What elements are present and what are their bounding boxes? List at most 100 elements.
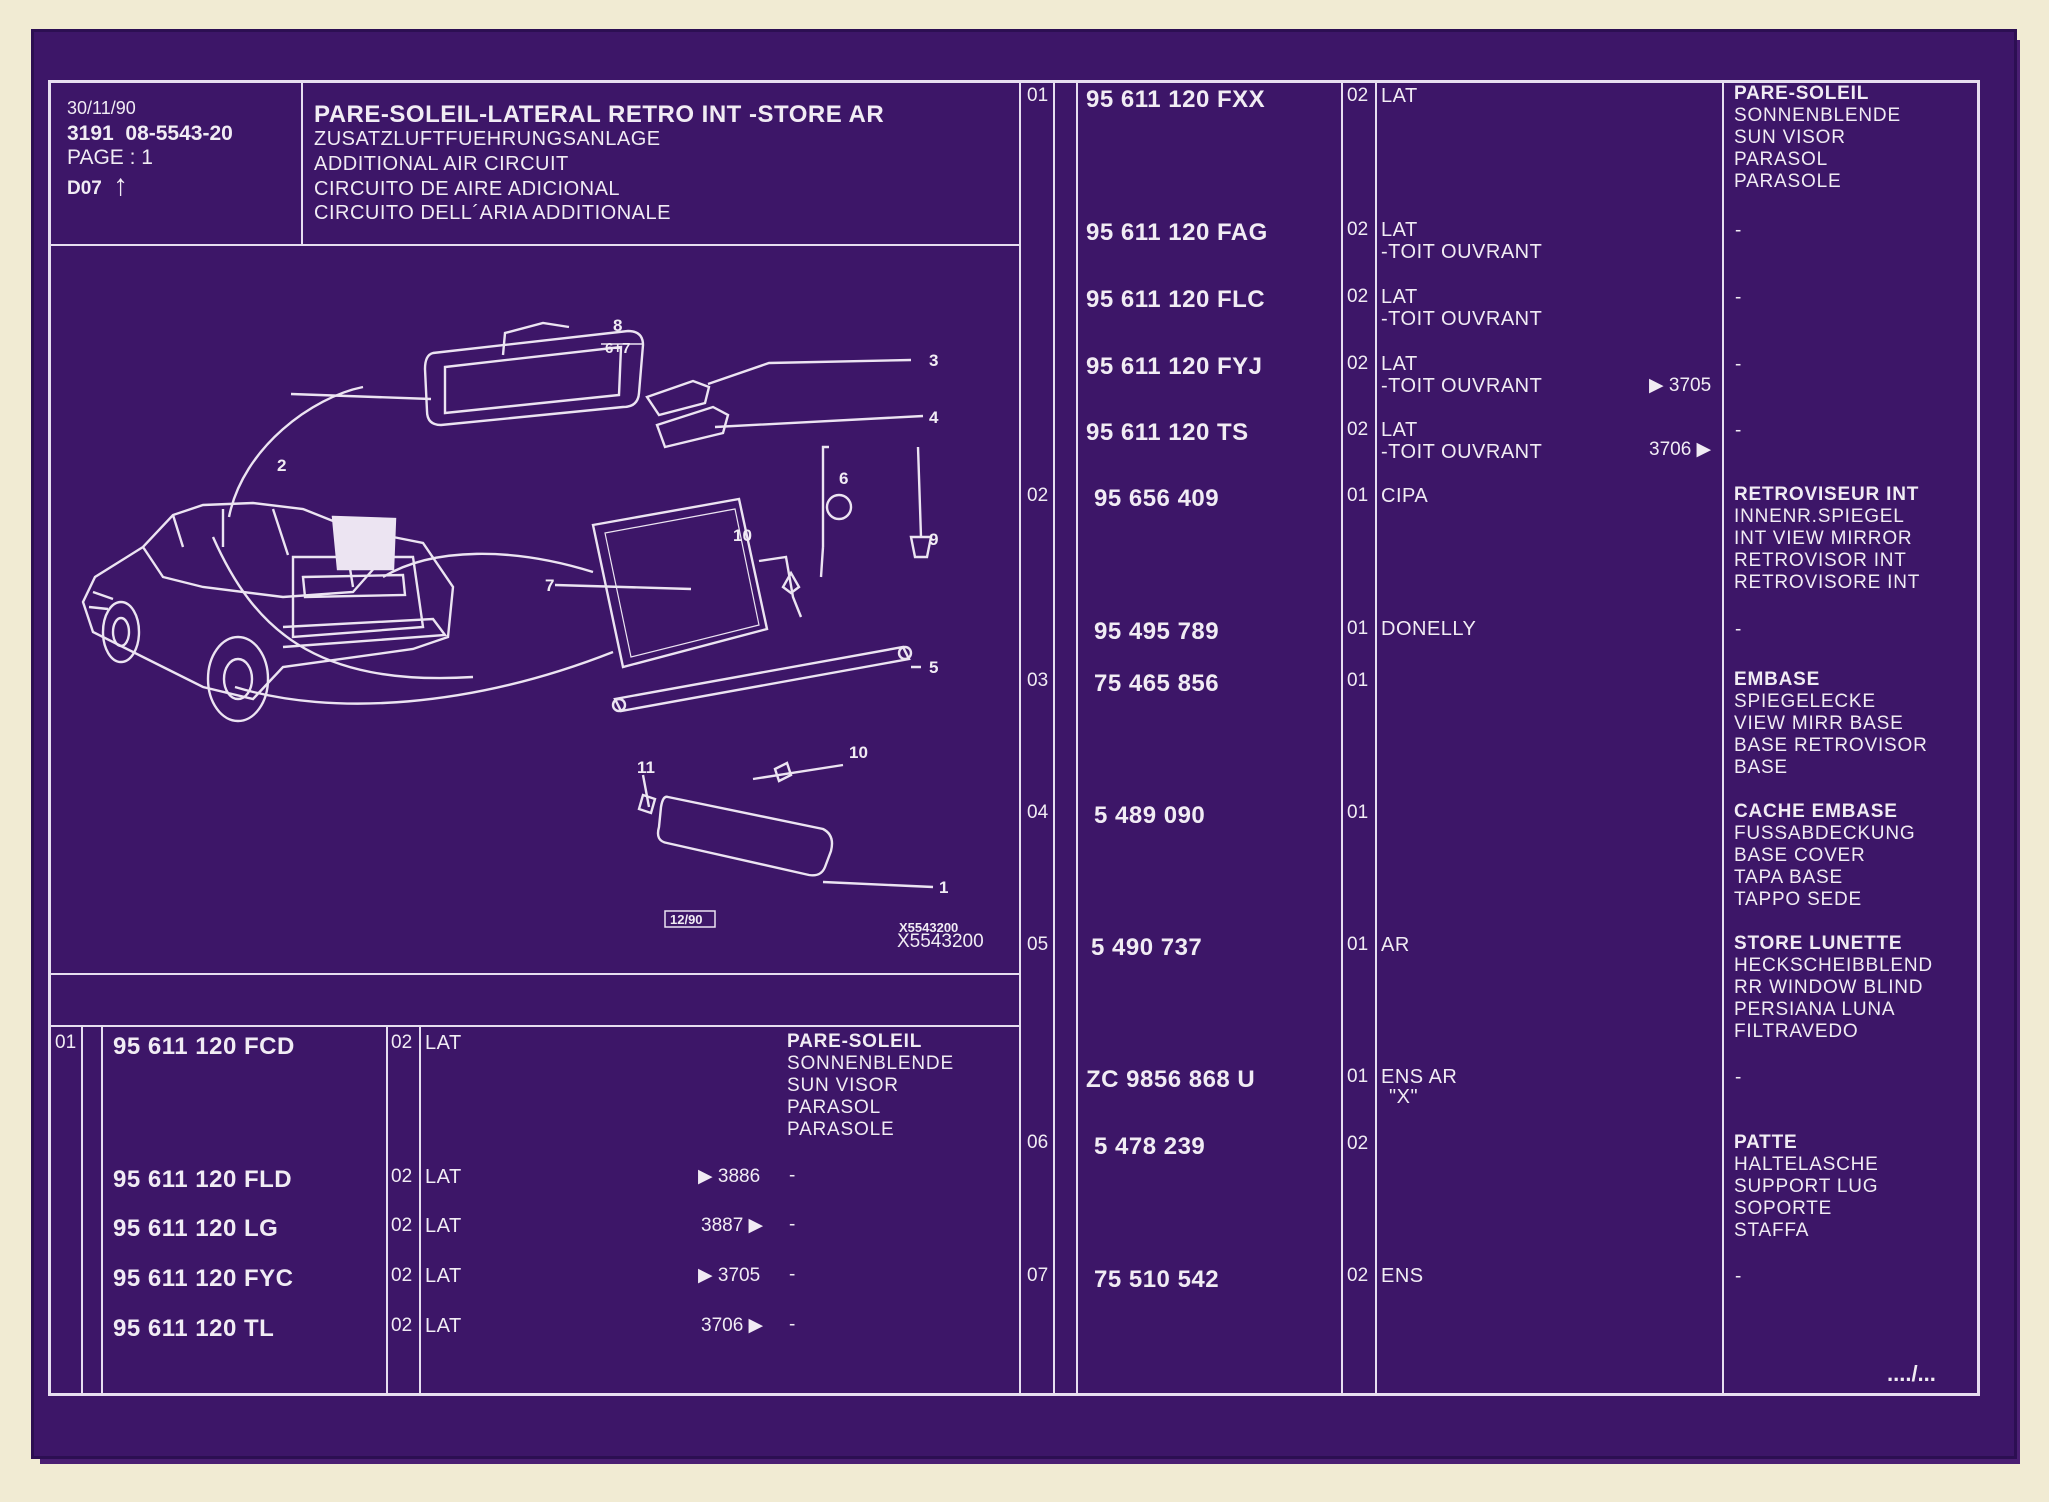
lt-desc-4: -	[789, 1264, 797, 1285]
rt-desc-8-2: BASE COVER	[1734, 845, 1866, 866]
lt-desc-5: -	[789, 1314, 797, 1335]
callout-7: 7	[545, 576, 554, 595]
rt-variant-6: DONELLY	[1381, 618, 1477, 640]
rt-qty-0: 02	[1347, 85, 1369, 106]
rt-ref-6: 95 495 789	[1094, 618, 1220, 645]
callout-11: 11	[637, 758, 655, 777]
lt-variant-3: LAT	[425, 1215, 462, 1237]
rt-desc-11-0: PATTE	[1734, 1132, 1798, 1153]
header-date: 30/11/90	[67, 98, 136, 118]
rt-desc-6: -	[1735, 619, 1743, 640]
rt-desc-0-0: PARE-SOLEIL	[1734, 83, 1870, 104]
rt-qty-8: 01	[1347, 802, 1369, 823]
rt-ref-9: 5 490 737	[1091, 934, 1203, 961]
lt-qty-1: 02	[391, 1032, 413, 1053]
arrow-up-icon: ↑	[113, 169, 128, 202]
rt-qty-6: 01	[1347, 618, 1369, 639]
rt-ref-7: 75 465 856	[1094, 670, 1220, 697]
lt-variant-4: LAT	[425, 1265, 462, 1287]
divider-main	[1019, 83, 1021, 1393]
rt-variant-5: CIPA	[1381, 485, 1429, 507]
rt-qty-4: 02	[1347, 419, 1369, 440]
callout-4: 4	[929, 408, 939, 427]
callout-6-7: 6+7	[605, 340, 630, 357]
rt-variant-1-1: -TOIT OUVRANT	[1381, 241, 1543, 263]
diagram-code: X5543200	[897, 931, 984, 952]
rt-desc-8-0: CACHE EMBASE	[1734, 801, 1898, 822]
rt-item-05: 05	[1027, 934, 1049, 955]
rt-qty-3: 02	[1347, 353, 1369, 374]
rt-qty-1: 02	[1347, 219, 1369, 240]
lt-variant-2: LAT	[425, 1166, 462, 1188]
rt-desc-4: -	[1735, 420, 1743, 441]
rt-variant-3-1: -TOIT OUVRANT	[1381, 375, 1543, 397]
rt-qty-11: 02	[1347, 1133, 1369, 1154]
rt-variant-4-0: LAT	[1381, 419, 1418, 441]
mirror-part	[423, 329, 645, 427]
rt-desc-9-2: RR WINDOW BLIND	[1734, 977, 1924, 998]
rt-desc-8-4: TAPPO SEDE	[1734, 889, 1863, 910]
lt-ref-1: 95 611 120 FCD	[113, 1033, 295, 1060]
lt-variant-5: LAT	[425, 1315, 462, 1337]
rt-desc-1: -	[1735, 220, 1743, 241]
rt-desc-11-2: SUPPORT LUG	[1734, 1176, 1879, 1197]
callout-8: 8	[613, 316, 622, 335]
divider-image	[51, 973, 1019, 975]
rt-qty-10: 01	[1347, 1066, 1369, 1087]
lt-ref-5: 95 611 120 TL	[113, 1315, 275, 1342]
lt-col-1	[81, 1025, 83, 1393]
rt-desc-8-3: TAPA BASE	[1734, 867, 1843, 888]
rt-variant-2-0: LAT	[1381, 286, 1418, 308]
subtitle-it: CIRCUITO DELL´ARIA ADDITIONALE	[314, 202, 671, 224]
rt-qty-5: 01	[1347, 485, 1369, 506]
exploded-diagram: 8 6+7 3 4 2 6 10 9 7 5 10 11 1 12/90 X55…	[81, 316, 958, 935]
rt-desc-7-2: VIEW MIRR BASE	[1734, 713, 1904, 734]
page-title: PARE-SOLEIL-LATERAL RETRO INT -STORE AR	[314, 101, 885, 128]
callout-5: 5	[929, 658, 938, 677]
rt-ref-10: ZC 9856 868 U	[1086, 1066, 1256, 1093]
divider-left-table	[51, 1025, 1019, 1027]
diagram-stamp: 12/90	[670, 912, 703, 927]
rt-ref-4: 95 611 120 TS	[1086, 419, 1249, 446]
lt-ref-2: 95 611 120 FLD	[113, 1166, 293, 1193]
rt-ref-3: 95 611 120 FYJ	[1086, 353, 1263, 380]
rt-mark-4: 3706 ▶	[1649, 439, 1712, 460]
callout-10a: 10	[733, 526, 752, 545]
rt-item-01: 01	[1027, 85, 1049, 106]
rt-desc-2: -	[1735, 287, 1743, 308]
lt-mark-2: ▶ 3886	[698, 1166, 761, 1187]
rt-desc-7-4: BASE	[1734, 757, 1788, 778]
rt-variant-0: LAT	[1381, 85, 1418, 107]
rt-desc-9-4: FILTRAVEDO	[1734, 1021, 1859, 1042]
rt-desc-3: -	[1735, 354, 1743, 375]
rt-ref-12: 75 510 542	[1094, 1266, 1220, 1293]
rt-desc-5-1: INNENR.SPIEGEL	[1734, 506, 1905, 527]
sheet-frame: 30/11/90 3191 08-5543-20 PAGE : 1 D07 ↑ …	[48, 80, 1980, 1396]
rt-desc-0-1: SONNENBLENDE	[1734, 105, 1901, 126]
rt-ref-0: 95 611 120 FXX	[1086, 86, 1266, 113]
rt-desc-9-1: HECKSCHEIBBLEND	[1734, 955, 1933, 976]
rt-desc-7-1: SPIEGELECKE	[1734, 691, 1876, 712]
lt-col-3	[386, 1025, 388, 1393]
rt-ref-2: 95 611 120 FLC	[1086, 286, 1266, 313]
lt-qty-5: 02	[391, 1315, 413, 1336]
callout-10b: 10	[849, 743, 868, 762]
rt-item-07: 07	[1027, 1265, 1049, 1286]
lt-mark-3: 3887 ▶	[701, 1215, 764, 1236]
car-outline	[81, 501, 455, 701]
rt-desc-11-3: SOPORTE	[1734, 1198, 1833, 1219]
diagram-code-small: X5543200	[899, 920, 958, 935]
rt-variant-2-1: -TOIT OUVRANT	[1381, 308, 1543, 330]
rt-variant-1-0: LAT	[1381, 219, 1418, 241]
rt-desc-12: -	[1735, 1266, 1743, 1287]
subtitle-de: ZUSATZLUFTFUEHRUNGSANLAGE	[314, 128, 661, 150]
rt-desc-5-2: INT VIEW MIRROR	[1734, 528, 1913, 549]
callout-2: 2	[277, 456, 286, 475]
rt-ref-8: 5 489 090	[1094, 802, 1206, 829]
lt-col-4	[419, 1025, 421, 1393]
rt-qty-12: 02	[1347, 1265, 1369, 1286]
rt-desc-0-4: PARASOLE	[1734, 171, 1842, 192]
rt-desc-10: -	[1735, 1067, 1743, 1088]
lt-desc-1-2: SUN VISOR	[787, 1075, 899, 1096]
rt-desc-9-0: STORE LUNETTE	[1734, 933, 1903, 954]
